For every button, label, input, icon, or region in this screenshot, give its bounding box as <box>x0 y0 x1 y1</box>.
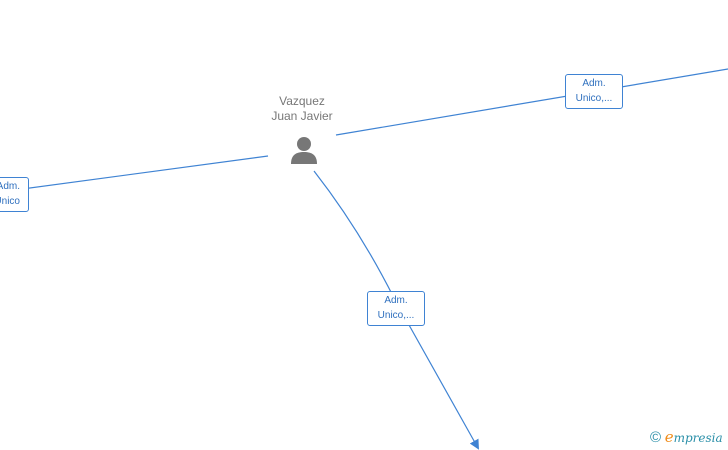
edge-label-bottom[interactable]: Adm. Unico,... <box>367 291 425 326</box>
edge-label-left-line2: Unico <box>0 196 20 207</box>
empresia-watermark: © empresia <box>650 428 723 447</box>
brand-initial: e <box>664 428 674 446</box>
edge-line-right <box>335 68 728 136</box>
edge-label-left-line1: Adm. <box>0 181 20 192</box>
edge-label-right[interactable]: Adm. Unico,... <box>565 74 623 109</box>
person-node-name[interactable]: Vazquez Juan Javier <box>244 94 360 124</box>
edge-label-bottom-line2: Unico,... <box>377 310 415 321</box>
edge-label-right-line1: Adm. <box>582 78 606 89</box>
brand-name: mpresia <box>673 431 723 445</box>
person-name-line2: Juan Javier <box>271 109 333 123</box>
edge-label-left[interactable]: Adm. Unico <box>0 177 29 212</box>
person-icon[interactable] <box>289 136 319 164</box>
person-name-line1: Vazquez <box>279 94 325 108</box>
copyright-icon: © <box>650 429 662 446</box>
edge-label-right-line2: Unico,... <box>575 93 613 104</box>
edge-label-bottom-line1: Adm. <box>384 295 408 306</box>
edge-line-left <box>0 155 269 193</box>
